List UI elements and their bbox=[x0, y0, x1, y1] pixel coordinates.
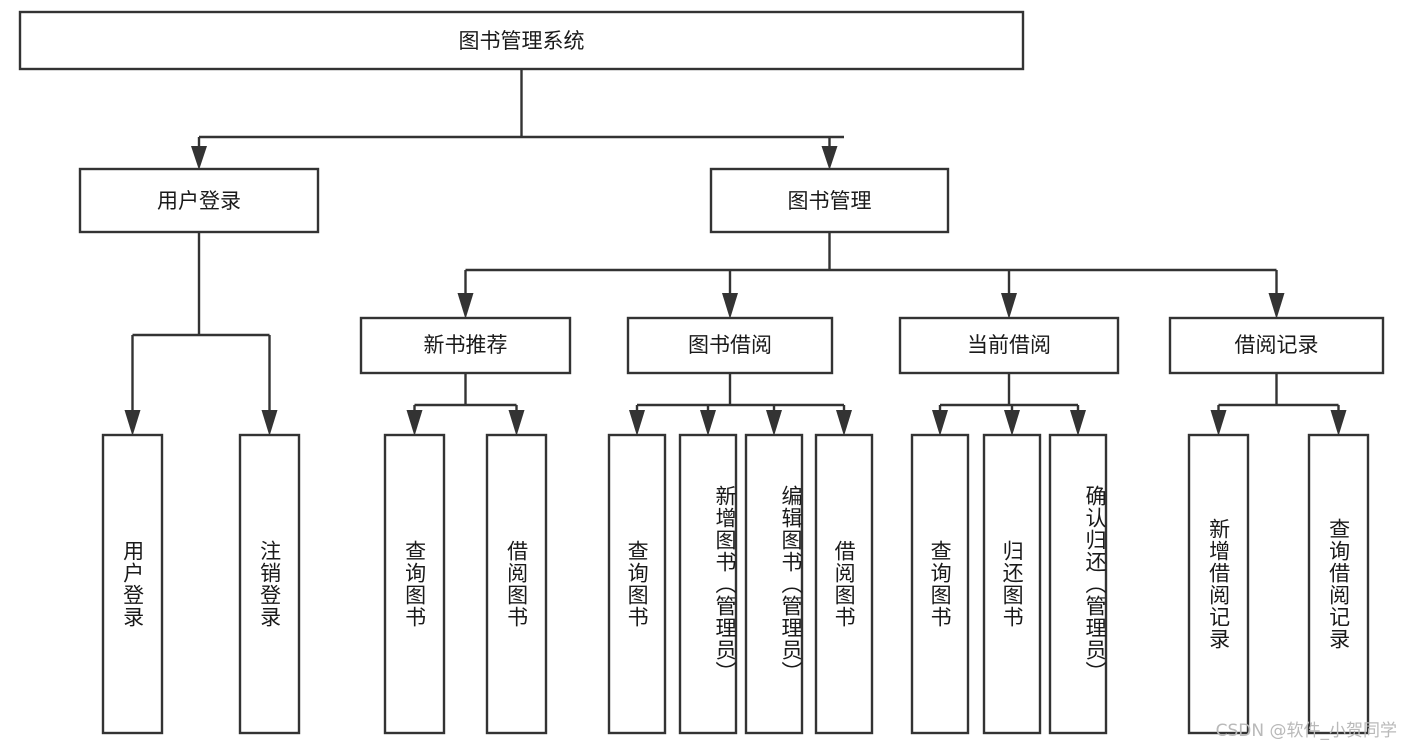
node-leaf-query-book-recommend-box[interactable] bbox=[383, 433, 446, 735]
node-book-management-label: 图书管理 bbox=[788, 189, 872, 213]
connector-group-book-borrow bbox=[629, 373, 852, 436]
node-book-borrow-box[interactable] bbox=[626, 316, 834, 375]
node-root[interactable]: 图书管理系统 bbox=[18, 10, 1025, 71]
arrow-head-book-management bbox=[821, 146, 838, 170]
node-current-borrow-label: 当前借阅 bbox=[967, 333, 1051, 357]
node-borrow-record[interactable]: 借阅记录 bbox=[1168, 316, 1385, 375]
arrow-head-leaf-borrow-book bbox=[836, 410, 852, 436]
node-leaf-query-book-current-box[interactable] bbox=[910, 433, 970, 735]
node-leaf-query-book-borrow-box[interactable] bbox=[607, 433, 667, 735]
connector-group-borrow-record bbox=[1210, 373, 1347, 436]
arrow-head-leaf-query-book-borrow bbox=[629, 410, 645, 436]
csdn-watermark: CSDN @软件_小贺同学 bbox=[1215, 721, 1397, 741]
node-new-book-recommend-label: 新书推荐 bbox=[424, 333, 508, 357]
leaf-boxes bbox=[101, 433, 1370, 735]
arrow-head-leaf-query-book-recommend bbox=[406, 410, 423, 436]
node-leaf-borrow-book-box[interactable] bbox=[814, 433, 874, 735]
node-borrow-record-box[interactable] bbox=[1168, 316, 1385, 375]
node-book-borrow-label: 图书借阅 bbox=[688, 333, 772, 357]
node-current-borrow[interactable]: 当前借阅 bbox=[898, 316, 1120, 375]
node-current-borrow-box[interactable] bbox=[898, 316, 1120, 375]
node-leaf-query-borrow-record-box[interactable] bbox=[1307, 433, 1370, 735]
node-leaf-logout-box[interactable] bbox=[238, 433, 301, 735]
node-book-management[interactable]: 图书管理 bbox=[709, 167, 950, 234]
arrow-head-leaf-confirm-return-admin bbox=[1070, 410, 1086, 436]
arrow-head-leaf-return-book bbox=[1004, 410, 1020, 436]
node-book-borrow[interactable]: 图书借阅 bbox=[626, 316, 834, 375]
node-leaf-return-book-box[interactable] bbox=[982, 433, 1042, 735]
node-borrow-record-label: 借阅记录 bbox=[1235, 333, 1319, 357]
node-user-login-box[interactable] bbox=[78, 167, 320, 234]
arrow-head-leaf-logout bbox=[261, 410, 278, 436]
node-leaf-edit-book-admin-box[interactable] bbox=[744, 433, 804, 735]
arrow-head-leaf-query-borrow-record bbox=[1330, 410, 1347, 436]
connector-group-book-management bbox=[457, 232, 1285, 319]
node-leaf-confirm-return-admin-box[interactable] bbox=[1048, 433, 1108, 735]
arrow-head-leaf-edit-book-admin bbox=[766, 410, 782, 436]
node-book-management-box[interactable] bbox=[709, 167, 950, 234]
node-new-book-recommend-box[interactable] bbox=[359, 316, 572, 375]
connector-group-current-borrow bbox=[932, 373, 1086, 436]
node-user-login[interactable]: 用户登录 bbox=[78, 167, 320, 234]
node-leaf-user-login-box[interactable] bbox=[101, 433, 164, 735]
arrow-head-leaf-add-borrow-record bbox=[1210, 410, 1227, 436]
node-root-box[interactable] bbox=[18, 10, 1025, 71]
node-leaf-add-borrow-record-box[interactable] bbox=[1187, 433, 1250, 735]
node-new-book-recommend[interactable]: 新书推荐 bbox=[359, 316, 572, 375]
arrow-head-book-borrow bbox=[722, 293, 738, 319]
arrow-head-new-book-recommend bbox=[457, 293, 474, 319]
arrow-head-user-login bbox=[191, 146, 207, 170]
connector-group-root bbox=[191, 69, 844, 170]
connector-group-user-login bbox=[124, 232, 278, 436]
arrow-head-leaf-query-book-current bbox=[932, 410, 948, 436]
arrow-head-leaf-user-login bbox=[124, 410, 141, 436]
node-leaf-add-book-admin-box[interactable] bbox=[678, 433, 738, 735]
arrow-head-leaf-borrow-book-recommend bbox=[508, 410, 525, 436]
connector-group-new-book-recommend bbox=[406, 373, 525, 436]
arrow-head-current-borrow bbox=[1001, 293, 1017, 319]
node-root-label: 图书管理系统 bbox=[459, 29, 585, 53]
arrow-head-borrow-record bbox=[1268, 293, 1285, 319]
node-user-login-label: 用户登录 bbox=[157, 189, 241, 213]
arrow-head-leaf-add-book-admin bbox=[700, 410, 716, 436]
node-leaf-borrow-book-recommend-box[interactable] bbox=[485, 433, 548, 735]
